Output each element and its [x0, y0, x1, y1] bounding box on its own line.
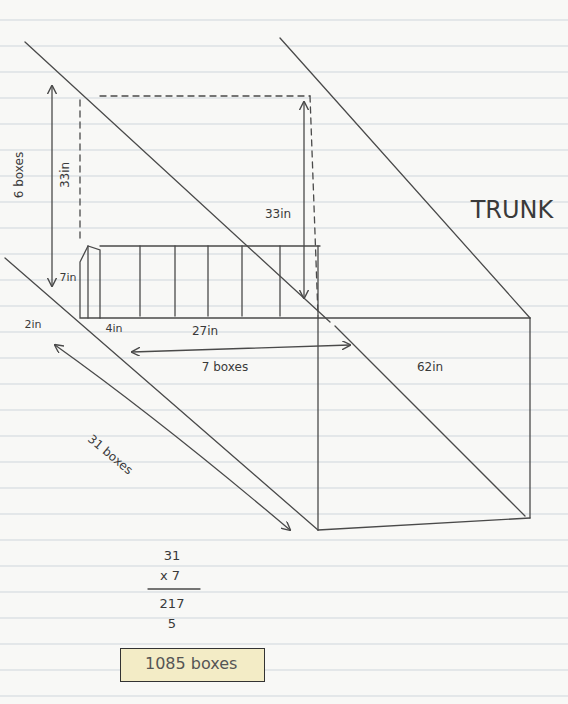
- dimension-label: TRUNK: [471, 197, 554, 223]
- dimension-label: 62in: [417, 361, 443, 374]
- dimension-label: 5: [168, 617, 176, 631]
- dimension-label: 33in: [265, 208, 291, 221]
- dimension-label: 31: [164, 549, 181, 563]
- dimension-label: 6 boxes: [13, 152, 26, 198]
- dimension-label: 2in: [24, 319, 41, 331]
- result-box: 1085 boxes: [120, 648, 265, 682]
- dimension-label: x 7: [160, 569, 180, 583]
- dimension-label: 31 boxes: [85, 433, 135, 478]
- dimension-label: 217: [160, 597, 185, 611]
- dimension-label: 27in: [192, 325, 218, 338]
- dimension-label: 7 boxes: [202, 361, 248, 374]
- dimension-label: 7in: [59, 272, 76, 284]
- dimension-label: 4in: [105, 323, 122, 335]
- dimension-label: 33in: [59, 162, 72, 188]
- result-text: 1085 boxes: [145, 654, 240, 673]
